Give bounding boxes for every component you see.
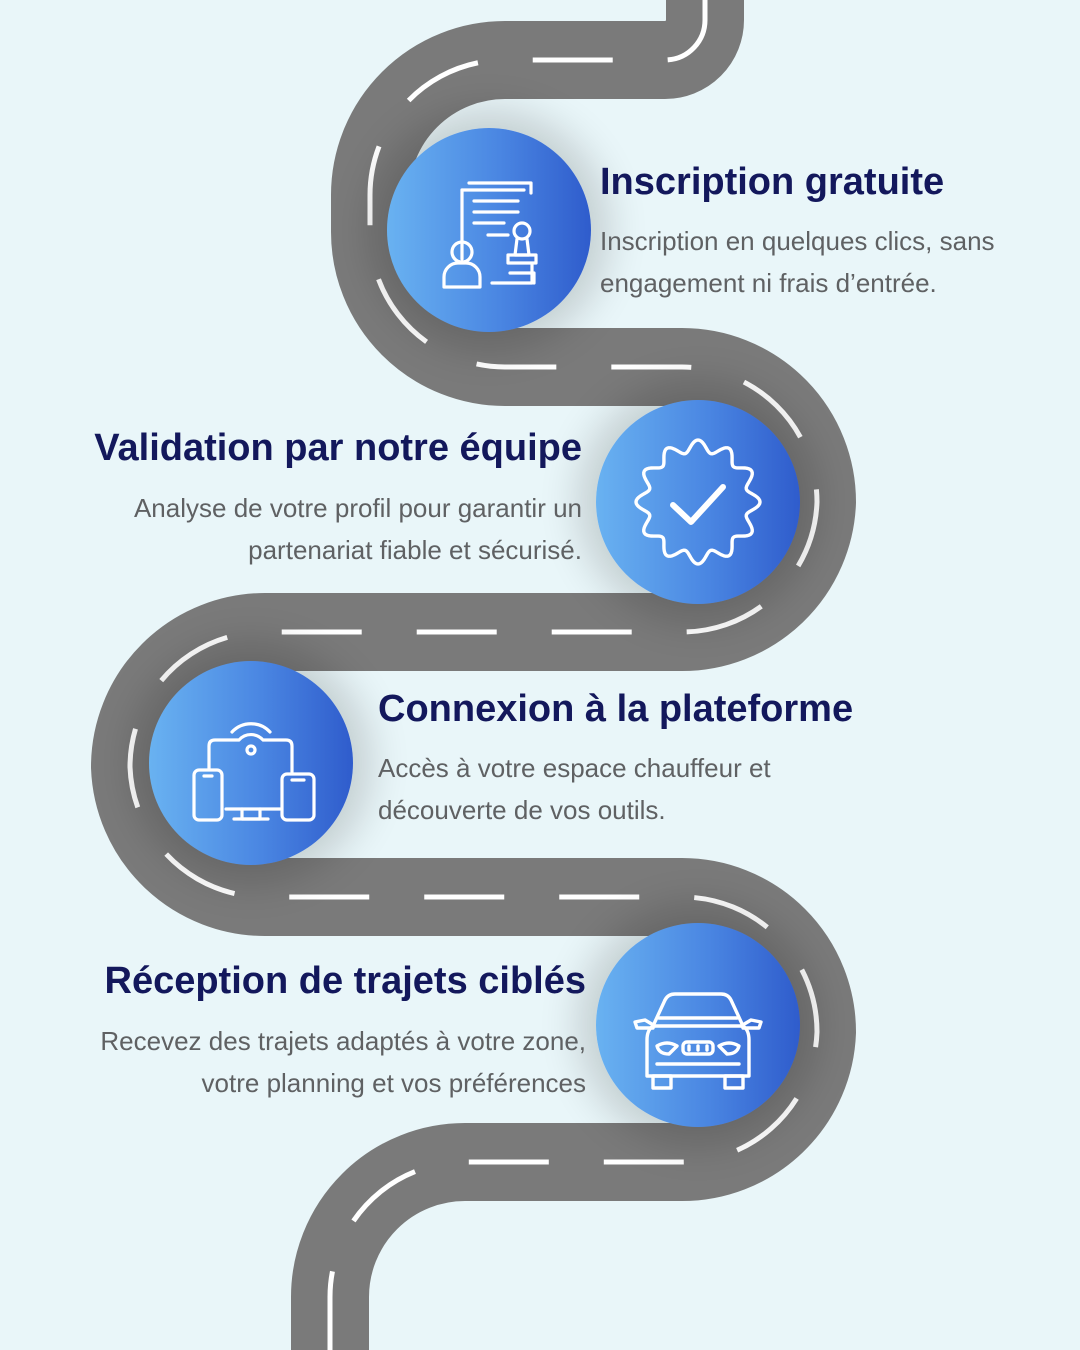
step-1-description-line-1: Inscription en quelques clics, sans: [600, 226, 995, 256]
connected-devices-wifi-icon: [192, 722, 316, 822]
document-stamp-user-icon: [442, 181, 538, 289]
step-2-title: Validation par notre équipe: [94, 427, 582, 469]
step-4-title: Réception de trajets ciblés: [104, 960, 587, 1002]
step-4-icon-circle: [596, 923, 800, 1127]
step-2-description: Analyse de votre profil pour garantir un…: [134, 487, 582, 571]
step-2-icon-circle: [596, 400, 800, 604]
step-4-description-line-1: Recevez des trajets adaptés à votre zone…: [100, 1026, 586, 1056]
step-3-description-line-2: découverte de vos outils.: [378, 795, 666, 825]
step-3-icon-circle: [149, 661, 353, 865]
step-2-description-line-1: Analyse de votre profil pour garantir un: [133, 493, 582, 523]
step-3-description: Accès à votre espace chauffeur et découv…: [378, 747, 771, 831]
step-4-description-line-2: votre planning et vos préférences: [201, 1068, 586, 1098]
step-1-icon-circle: [387, 128, 591, 332]
step-1-description-line-2: engagement ni frais d’entrée.: [600, 268, 937, 298]
road-lane-markings: [127, 0, 820, 1350]
step-4-description: Recevez des trajets adaptés à votre zone…: [100, 1020, 586, 1104]
step-3-title: Connexion à la plateforme: [378, 688, 854, 730]
car-front-icon: [633, 992, 763, 1090]
step-1-title: Inscription gratuite: [600, 161, 945, 203]
step-1-description: Inscription en quelques clics, sans enga…: [600, 220, 995, 304]
verified-badge-check-icon: [634, 438, 762, 566]
step-2-description-line-2: partenariat fiable et sécurisé.: [248, 535, 582, 565]
step-3-description-line-1: Accès à votre espace chauffeur et: [378, 753, 771, 783]
